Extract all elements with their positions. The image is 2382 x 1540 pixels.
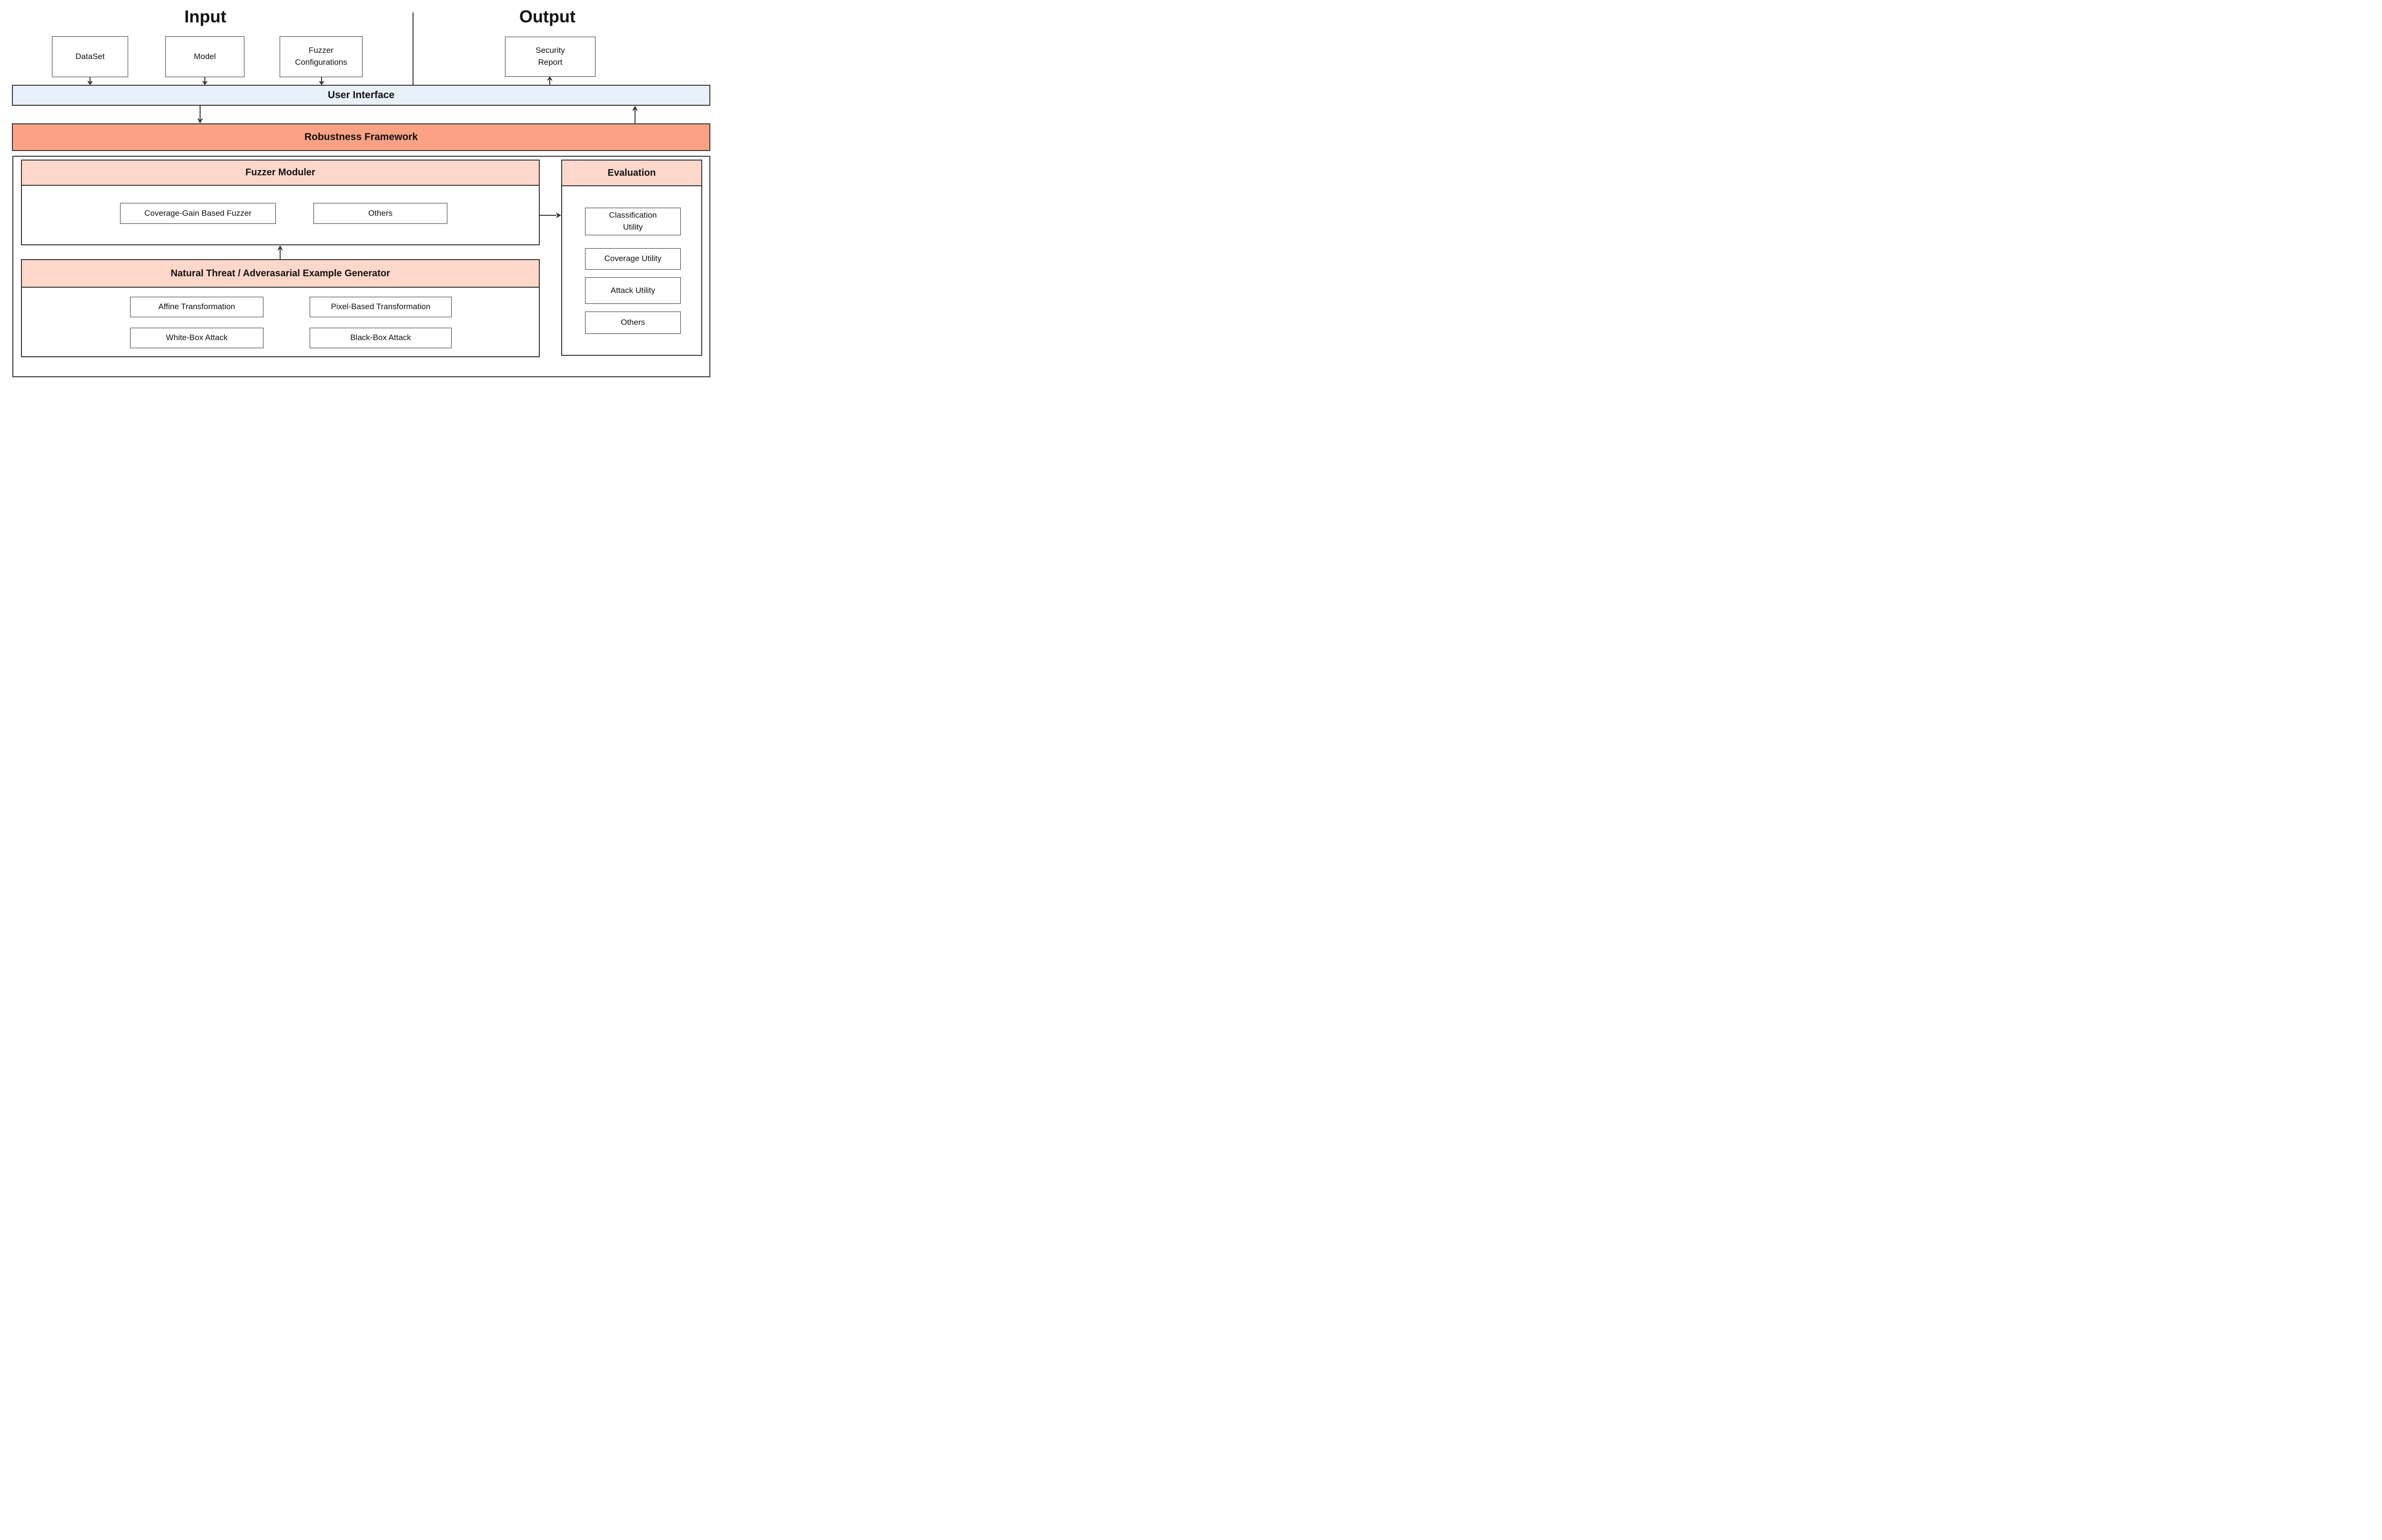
coverage-gain-fuzzer-node: Coverage-Gain Based Fuzzer [120, 203, 276, 224]
output-column-title: Output [519, 7, 575, 26]
fuzzer-moduler-header: Fuzzer Moduler [21, 160, 540, 186]
architecture-diagram: Input Output DataSet Model Fuzzer Config… [0, 0, 726, 385]
affine-transformation-node: Affine Transformation [130, 297, 263, 317]
robustness-framework-bar: Robustness Framework [12, 123, 710, 151]
security-report-node: Security Report [505, 37, 596, 77]
arrow-framework-to-ui [632, 106, 638, 123]
generator-title: Natural Threat / Adverasarial Example Ge… [171, 268, 390, 279]
dataset-node: DataSet [52, 36, 128, 77]
arrow-ui-to-security-report [547, 76, 553, 85]
evaluation-title: Evaluation [607, 167, 656, 178]
white-box-attack-node: White-Box Attack [130, 328, 263, 348]
input-column-title: Input [184, 7, 226, 26]
attack-utility-node: Attack Utility [585, 277, 681, 304]
evaluation-others-node: Others [585, 312, 681, 334]
arrow-fuzzer-config-to-ui [319, 77, 324, 85]
fuzzer-moduler-title: Fuzzer Moduler [245, 167, 315, 178]
arrow-generator-to-fuzzer [277, 245, 283, 259]
user-interface-bar: User Interface [12, 85, 710, 106]
coverage-utility-node: Coverage Utility [585, 248, 681, 270]
evaluation-header: Evaluation [561, 160, 702, 186]
arrow-ui-to-framework [197, 106, 203, 123]
classification-utility-node: Classification Utility [585, 208, 681, 235]
user-interface-label: User Interface [327, 90, 395, 101]
black-box-attack-node: Black-Box Attack [310, 328, 452, 348]
model-node: Model [165, 36, 244, 77]
arrow-dataset-to-ui [87, 77, 93, 85]
arrow-fuzzer-to-evaluation [540, 212, 561, 218]
arrow-model-to-ui [202, 77, 208, 85]
generator-header: Natural Threat / Adverasarial Example Ge… [21, 259, 540, 288]
pixel-based-transformation-node: Pixel-Based Transformation [310, 297, 452, 317]
input-output-divider [413, 12, 414, 85]
fuzzer-others-node: Others [313, 203, 447, 224]
fuzzer-configurations-node: Fuzzer Configurations [280, 36, 363, 77]
robustness-framework-label: Robustness Framework [304, 131, 418, 142]
